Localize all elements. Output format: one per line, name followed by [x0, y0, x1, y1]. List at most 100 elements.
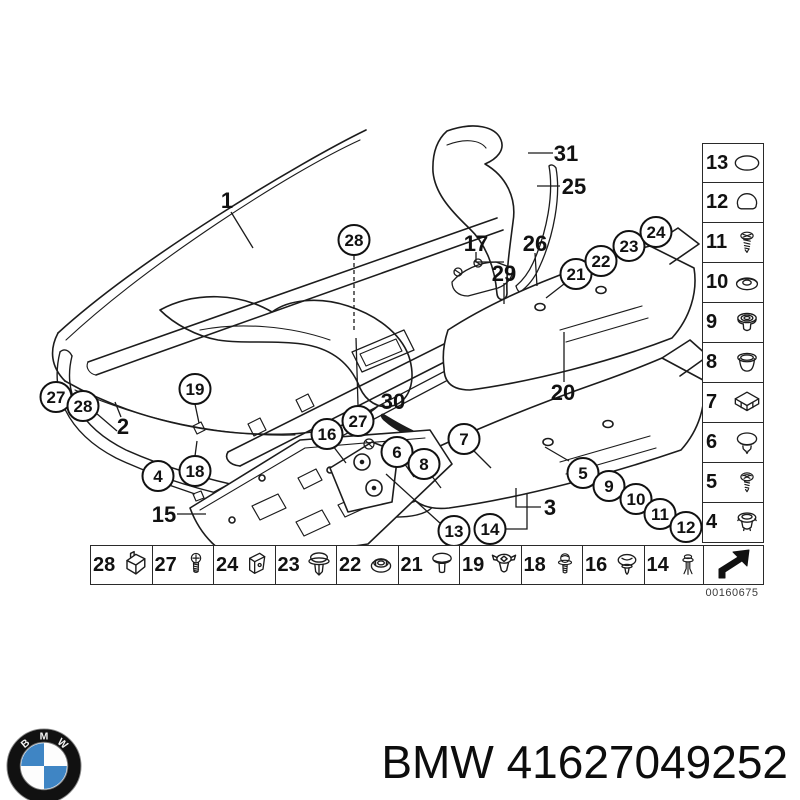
legend-item-number: 19	[462, 553, 485, 576]
leader-line	[476, 252, 504, 262]
svg-text:14: 14	[481, 520, 500, 539]
leader-line	[473, 450, 491, 468]
leader-line	[535, 253, 537, 286]
leader-line	[333, 446, 346, 463]
svg-text:28: 28	[345, 231, 364, 250]
legend-item-number: 22	[339, 553, 362, 576]
washer-screw-icon	[549, 548, 583, 582]
plug-flange-icon	[730, 306, 763, 340]
callout-27: 27	[343, 406, 374, 436]
legend-item-14: 14	[643, 545, 705, 585]
dome-clip-icon	[730, 426, 763, 460]
legend-item-9: 9	[702, 303, 764, 343]
legend-item-number: 10	[706, 271, 729, 293]
legend-item-23: 23	[274, 545, 337, 585]
svg-text:6: 6	[392, 443, 401, 462]
callout-28: 28	[339, 225, 370, 255]
part-label-30: 30	[381, 389, 405, 414]
legend-item-number: 5	[706, 471, 718, 493]
callout-16: 16	[312, 419, 343, 449]
callout-22: 22	[586, 246, 617, 276]
leader-line	[169, 485, 195, 494]
legend-item-number: 9	[706, 311, 718, 333]
legend-item-4: 4	[702, 503, 764, 543]
tapping-screw-icon	[730, 226, 763, 260]
dome-cap-icon	[730, 187, 763, 219]
part-label-26: 26	[523, 231, 547, 256]
callout-4: 4	[143, 461, 174, 491]
legend-item-number: 12	[706, 191, 729, 213]
svg-text:13: 13	[445, 522, 464, 541]
legend-arrow-box	[703, 545, 764, 585]
phillips-screw-icon	[180, 548, 214, 582]
callout-18: 18	[180, 456, 211, 486]
svg-text:7: 7	[459, 430, 468, 449]
svg-text:27: 27	[349, 412, 368, 431]
hinge-fasteners	[193, 422, 374, 501]
legend-item-number: 16	[585, 553, 608, 576]
legend-item-number: 28	[93, 553, 116, 576]
part-label-17: 17	[464, 231, 488, 256]
legend-item-number: 13	[706, 151, 729, 174]
svg-text:24: 24	[647, 223, 666, 242]
legend-item-number: 21	[400, 553, 423, 576]
part-label-3: 3	[544, 495, 556, 520]
callout-11: 11	[645, 499, 676, 529]
legend-item-number: 27	[154, 553, 177, 576]
callout-5: 5	[568, 458, 599, 488]
legend-item-12: 12	[702, 183, 764, 223]
svg-text:9: 9	[604, 477, 613, 496]
collar-nut-icon	[364, 548, 398, 582]
part-31-spoiler	[433, 126, 514, 300]
leader-line	[546, 284, 564, 298]
bushing-icon	[730, 346, 763, 380]
leader-line	[386, 474, 441, 524]
legend-item-5: 5	[702, 463, 764, 503]
svg-text:19: 19	[186, 380, 205, 399]
wing-grommet-icon	[487, 548, 521, 582]
clip-foot-icon	[730, 506, 763, 540]
svg-text:16: 16	[318, 425, 337, 444]
part-label-31: 31	[554, 141, 578, 166]
part-label-2: 2	[117, 414, 129, 439]
callout-14: 14	[475, 514, 506, 544]
part-label-15: 15	[152, 502, 176, 527]
svg-text:10: 10	[627, 490, 646, 509]
leader-line	[195, 441, 197, 456]
legend-item-number: 23	[277, 553, 300, 576]
legend-item-number: 8	[706, 351, 718, 373]
svg-text:18: 18	[186, 462, 205, 481]
shoulder-bolt-icon	[426, 548, 460, 582]
snap-clip-icon	[610, 548, 644, 582]
svg-text:21: 21	[567, 265, 586, 284]
leader-line	[96, 413, 117, 431]
callout-6: 6	[382, 437, 413, 467]
callout-28: 28	[68, 391, 99, 421]
legend-item-22: 22	[336, 545, 398, 585]
legend-item-27: 27	[151, 545, 214, 585]
svg-text:5: 5	[578, 464, 587, 483]
legend-item-number: 14	[646, 553, 669, 576]
legend-item-16: 16	[582, 545, 644, 585]
legend-item-7: 7	[702, 383, 764, 423]
callout-8: 8	[409, 449, 440, 479]
legend-item-8: 8	[702, 343, 764, 383]
callout-7: 7	[449, 424, 480, 454]
push-rivet-icon	[303, 548, 337, 582]
legend-item-6: 6	[702, 423, 764, 463]
leader-line	[505, 494, 527, 529]
part-label-20: 20	[551, 380, 575, 405]
part-label-1: 1	[221, 188, 233, 213]
svg-text:11: 11	[651, 505, 669, 524]
svg-text:28: 28	[74, 397, 93, 416]
callout-23: 23	[614, 231, 645, 261]
license-light-recess	[352, 330, 414, 372]
continue-arrow-icon	[704, 548, 763, 582]
legend-item-18: 18	[520, 545, 583, 585]
legend-item-28: 28	[90, 545, 152, 585]
leader-line	[231, 212, 253, 248]
leader-line	[545, 447, 569, 461]
